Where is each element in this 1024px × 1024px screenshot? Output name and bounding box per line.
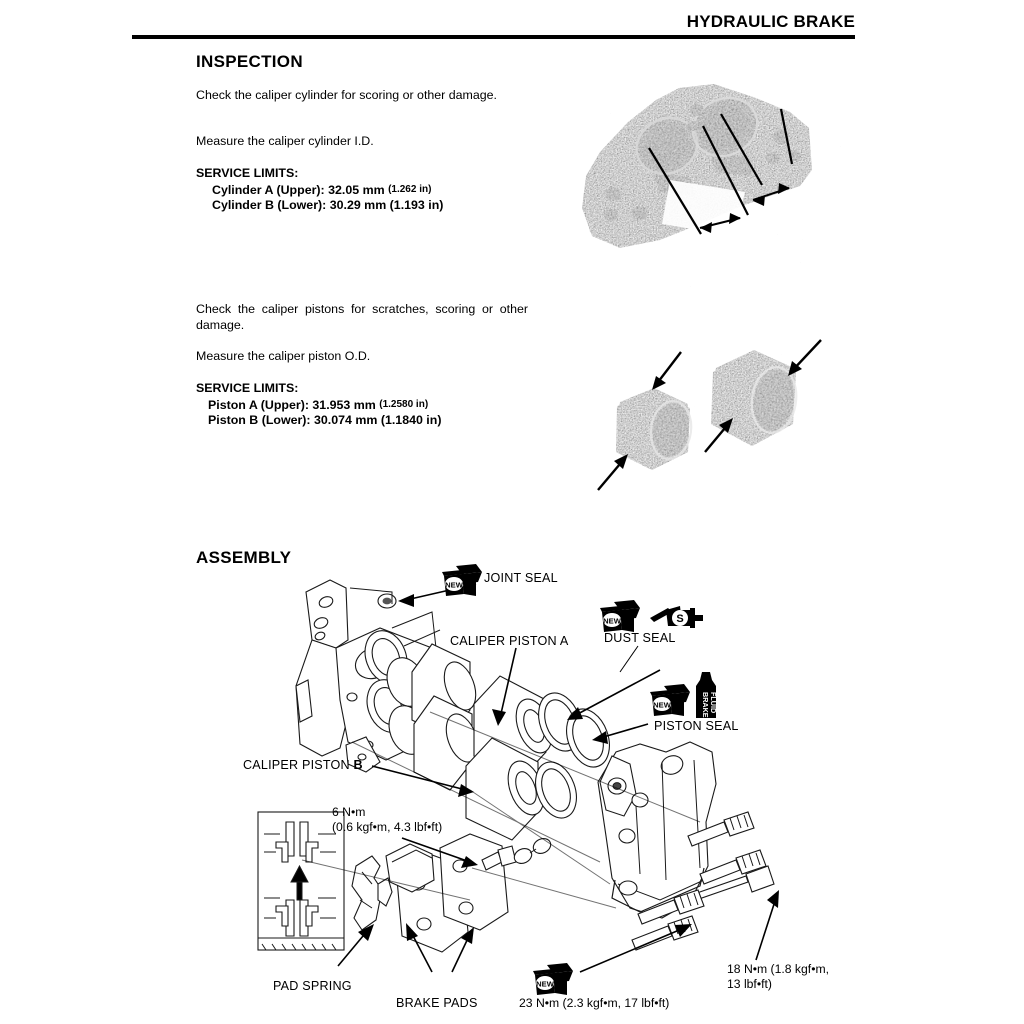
limit-label: Cylinder B (Lower): bbox=[212, 198, 327, 212]
caliper-body-halftone bbox=[582, 84, 812, 248]
torque-line-1: 6 N•m bbox=[332, 805, 366, 819]
brake-fluid-icon: BRAKE FLUID bbox=[696, 672, 718, 718]
svg-text:NEW: NEW bbox=[536, 980, 555, 989]
svg-text:S: S bbox=[676, 613, 683, 625]
torque-line-1: 18 N•m (1.8 kgf•m, bbox=[727, 962, 829, 976]
inspection-paragraph-1: Check the caliper cylinder for scoring o… bbox=[196, 88, 497, 102]
svg-text:NEW: NEW bbox=[445, 581, 464, 590]
section-heading-assembly: ASSEMBLY bbox=[196, 548, 292, 567]
limit-label: Piston B (Lower): bbox=[208, 413, 311, 427]
torque-line-2: (0.6 kgf•m, 4.3 lbf•ft) bbox=[332, 819, 443, 834]
callout-text: CALIPER PISTON bbox=[243, 758, 354, 772]
silicone-grease-icon: S bbox=[650, 606, 703, 628]
pad-pin-bolt bbox=[481, 838, 552, 871]
limit-label: Cylinder A (Upper): bbox=[212, 182, 325, 197]
inspection-paragraph-3: Check the caliper pistons for scratches,… bbox=[196, 302, 528, 332]
callout-pad-spring: PAD SPRING bbox=[273, 979, 352, 993]
new-icon-joint-seal: NEW bbox=[442, 564, 482, 596]
callout-piston-seal: PISTON SEAL bbox=[654, 719, 739, 733]
callout-text-emphasis: B bbox=[353, 758, 363, 772]
header-divider-rule bbox=[132, 35, 855, 39]
pad-spring-orientation-inset bbox=[257, 811, 345, 951]
piston-a-halftone bbox=[711, 350, 798, 446]
caliper-mounting-bolts bbox=[631, 811, 775, 951]
piston-measure-arrows bbox=[597, 339, 822, 491]
svg-text:NEW: NEW bbox=[603, 617, 622, 626]
callout-caliper-piston-a: CALIPER PISTON A bbox=[450, 634, 569, 648]
caliper-piston-b-part bbox=[465, 737, 545, 841]
limit-metric: 30.074 mm bbox=[314, 413, 378, 427]
limit-imperial: (1.2580 in) bbox=[379, 399, 429, 410]
svg-text:BRAKE: BRAKE bbox=[701, 692, 710, 718]
limit-imperial: (1.262 in) bbox=[388, 184, 432, 195]
limit-metric: 31.953 mm bbox=[312, 397, 376, 412]
inspection-paragraph-2: Measure the caliper cylinder I.D. bbox=[196, 134, 374, 148]
service-limits-heading-2: SERVICE LIMITS: bbox=[196, 381, 299, 395]
torque-line-1: 23 N•m (2.3 kgf•m, 17 lbf•ft) bbox=[519, 996, 670, 1010]
new-icon-brake-pads: NEW bbox=[533, 963, 573, 995]
inspection-paragraph-4: Measure the caliper piston O.D. bbox=[196, 349, 371, 363]
callout-caliper-piston-b: CALIPER PISTON B bbox=[243, 758, 363, 772]
service-limit-piston-b: Piston B (Lower): 30.074 mm (1.1840 in) bbox=[208, 413, 441, 429]
callout-brake-pads: BRAKE PADS bbox=[396, 996, 478, 1010]
callout-joint-seal: JOINT SEAL bbox=[484, 571, 558, 585]
service-limits-heading-1: SERVICE LIMITS: bbox=[196, 166, 299, 180]
piston-seal-ring-2 bbox=[535, 761, 577, 819]
pad-spring-part bbox=[351, 855, 393, 931]
section-heading-inspection: INSPECTION bbox=[196, 52, 303, 71]
piston-b-halftone bbox=[616, 388, 693, 470]
limit-metric: 32.05 mm bbox=[328, 182, 385, 197]
service-limit-cylinder-a: Cylinder A (Upper): 32.05 mm (1.262 in) bbox=[212, 182, 431, 198]
svg-text:FLUID: FLUID bbox=[709, 692, 718, 713]
projection-guide-lines bbox=[301, 711, 701, 909]
limit-imperial: (1.1840 in) bbox=[380, 413, 442, 427]
page-header-title: HYDRAULIC BRAKE bbox=[686, 12, 855, 31]
torque-spec-18nm: 18 N•m (1.8 kgf•m, 13 lbf•ft) bbox=[727, 962, 829, 991]
torque-line-2: 13 lbf•ft) bbox=[727, 976, 772, 991]
torque-spec-6nm: 6 N•m (0.6 kgf•m, 4.3 lbf•ft) bbox=[332, 805, 442, 834]
callout-dust-seal: DUST SEAL bbox=[604, 631, 676, 645]
svg-text:NEW: NEW bbox=[653, 701, 672, 710]
seal-ring-stack-left bbox=[364, 630, 428, 755]
limit-metric: 30.29 mm bbox=[329, 198, 387, 212]
torque-spec-23nm: 23 N•m (2.3 kgf•m, 17 lbf•ft) bbox=[519, 996, 669, 1011]
service-limit-cylinder-b: Cylinder B (Lower): 30.29 mm (1.193 in) bbox=[212, 198, 443, 214]
service-limit-piston-a: Piston A (Upper): 31.953 mm (1.2580 in) bbox=[208, 397, 428, 413]
piston-seal-ring bbox=[566, 708, 610, 768]
limit-imperial: (1.193 in) bbox=[389, 198, 444, 212]
limit-label: Piston A (Upper): bbox=[208, 397, 309, 412]
inset-up-arrow bbox=[290, 864, 309, 901]
caliper-body-part bbox=[597, 741, 717, 919]
new-icon-piston-seal: NEW bbox=[650, 684, 690, 716]
new-icon-dust-seal: NEW bbox=[600, 600, 640, 632]
